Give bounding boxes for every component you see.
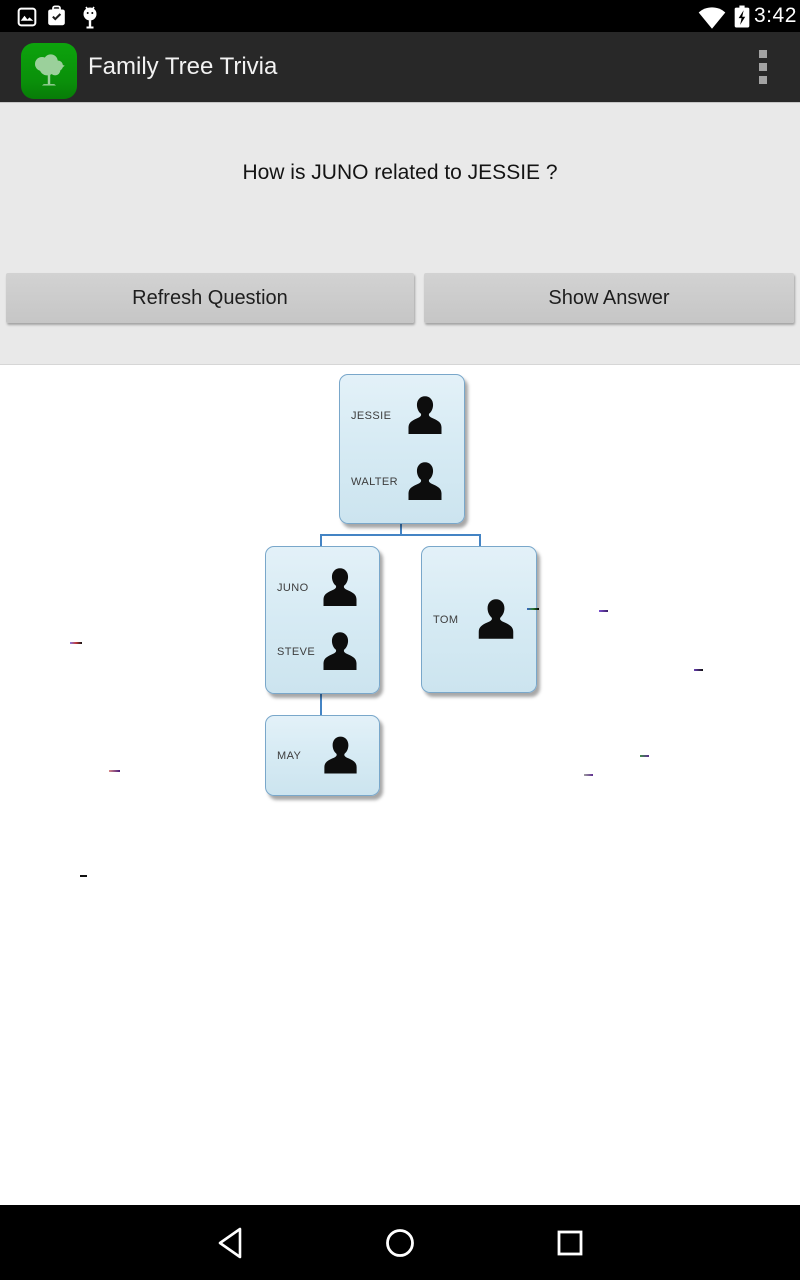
tree-node-may[interactable]: MAY — [265, 715, 380, 796]
person-icon — [408, 396, 442, 435]
tree-node-juno-steve[interactable]: JUNO STEVE — [265, 546, 380, 694]
person-icon — [478, 598, 514, 639]
connector-line — [479, 534, 481, 546]
tree-node-tom[interactable]: TOM — [421, 546, 537, 693]
person-icon — [323, 567, 357, 606]
member-name: WALTER — [351, 475, 399, 488]
member-name: TOM — [433, 613, 459, 626]
render-artifact-dash — [599, 610, 608, 612]
battery-charging-icon — [734, 5, 750, 28]
connector-line — [320, 534, 481, 536]
person-icon — [324, 736, 357, 774]
member-name: MAY — [277, 749, 302, 762]
member-row: JESSIE — [340, 392, 464, 440]
question-panel: How is JUNO related to JESSIE ? Refresh … — [0, 102, 800, 365]
member-row: MAY — [266, 732, 379, 780]
show-answer-button[interactable]: Show Answer — [424, 273, 794, 323]
refresh-question-button[interactable]: Refresh Question — [6, 273, 414, 323]
member-name: JUNO — [277, 581, 309, 594]
task-complete-icon — [48, 5, 65, 26]
back-icon — [218, 1227, 242, 1258]
overflow-dot — [759, 50, 767, 58]
recents-button[interactable] — [535, 1205, 605, 1280]
family-tree-canvas[interactable]: JESSIE WALTER JUNO STEVE — [0, 366, 800, 1205]
status-bar: 3:42 — [0, 0, 800, 32]
home-icon — [386, 1228, 414, 1257]
wifi-icon — [698, 7, 726, 29]
clock-text: 3:42 — [754, 4, 797, 27]
render-artifact-dash — [70, 642, 82, 644]
render-artifact-dash — [694, 669, 703, 671]
tree-icon — [35, 54, 65, 86]
app-launcher-icon — [21, 43, 77, 99]
tree-node-jessie-walter[interactable]: JESSIE WALTER — [339, 374, 465, 524]
overflow-dot — [759, 63, 767, 71]
question-text: How is JUNO related to JESSIE ? — [242, 161, 558, 184]
render-artifact-dash — [584, 774, 593, 776]
app-bar: Family Tree Trivia — [0, 32, 800, 102]
home-button[interactable] — [365, 1205, 435, 1280]
render-artifact-dash — [640, 755, 649, 757]
member-row: JUNO — [266, 564, 379, 612]
connector-line — [400, 523, 402, 535]
back-button[interactable] — [195, 1205, 265, 1280]
render-artifact-dash — [109, 770, 120, 772]
person-icon — [323, 632, 357, 671]
usb-debugging-icon — [83, 6, 97, 29]
page-title: Family Tree Trivia — [88, 53, 278, 80]
overflow-dot — [759, 76, 767, 84]
person-icon — [408, 461, 442, 500]
member-row: WALTER — [340, 458, 464, 506]
member-row: TOM — [422, 595, 536, 645]
connector-line — [320, 534, 322, 546]
render-artifact-dash — [527, 608, 539, 610]
overflow-menu-icon[interactable] — [741, 45, 785, 89]
member-row: STEVE — [266, 628, 379, 676]
screenshot-icon — [17, 7, 37, 27]
member-name: STEVE — [277, 646, 316, 659]
member-name: JESSIE — [351, 410, 392, 423]
render-artifact-dash — [80, 875, 87, 877]
navigation-bar — [0, 1205, 800, 1280]
recents-icon — [557, 1230, 583, 1255]
connector-line — [320, 694, 322, 715]
